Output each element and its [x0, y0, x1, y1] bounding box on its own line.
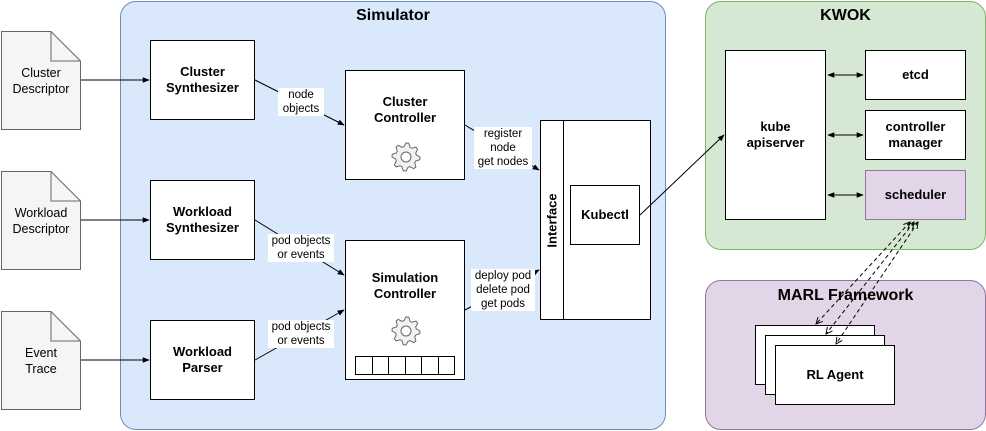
scheduler-box: scheduler — [865, 170, 966, 220]
document-shape — [1, 31, 81, 130]
cluster-descriptor-label: Cluster Descriptor — [12, 65, 70, 96]
gear-hole — [400, 151, 412, 163]
document-shape — [1, 311, 81, 410]
edge-kubectl-apiserver — [639, 134, 725, 216]
event-trace-label: Event Trace — [25, 345, 57, 376]
cluster-controller-label: Cluster Controller — [373, 94, 437, 125]
workload-parser-box: Workload Parser — [150, 320, 255, 400]
cluster-controller-box: Cluster Controller — [345, 70, 465, 180]
label-pod-objects-2: pod objects or events — [268, 320, 334, 348]
kube-apiserver-box: kube apiserver — [725, 50, 826, 220]
cluster-descriptor-doc: Cluster Descriptor — [1, 31, 81, 130]
edge-agent-middle — [826, 222, 914, 334]
label-deploy-pod: deploy pod delete pod get pods — [471, 269, 535, 311]
edge-agent-back — [816, 222, 910, 324]
kubectl-box: Kubectl — [570, 185, 640, 245]
cluster-synthesizer-box: Cluster Synthesizer — [150, 40, 255, 120]
gear-icon — [391, 316, 421, 346]
controller-manager-box: controller manager — [865, 110, 966, 160]
queue-icon — [355, 356, 455, 375]
simulation-controller-box: Simulation Controller — [345, 240, 465, 380]
etcd-box: etcd — [865, 50, 966, 100]
event-trace-doc: Event Trace — [1, 311, 81, 410]
label-pod-objects-1: pod objects or events — [268, 234, 334, 262]
simulator-title: Simulator — [356, 7, 430, 24]
workload-synthesizer-box: Workload Synthesizer — [150, 180, 255, 260]
document-shape — [1, 171, 81, 270]
kwok-title: KWOK — [820, 7, 871, 24]
edge-agent-front — [836, 222, 918, 344]
gear-hole — [400, 325, 412, 337]
rl-agent-box: RL Agent — [775, 345, 895, 405]
label-node-objects: node objects — [278, 88, 324, 116]
workload-descriptor-label: Workload Descriptor — [12, 205, 70, 236]
workload-descriptor-doc: Workload Descriptor — [1, 171, 81, 270]
label-register-node: register node get nodes — [474, 127, 532, 169]
simulation-controller-label: Simulation Controller — [371, 270, 439, 301]
gear-icon — [391, 142, 421, 172]
interface-divider — [563, 120, 564, 320]
